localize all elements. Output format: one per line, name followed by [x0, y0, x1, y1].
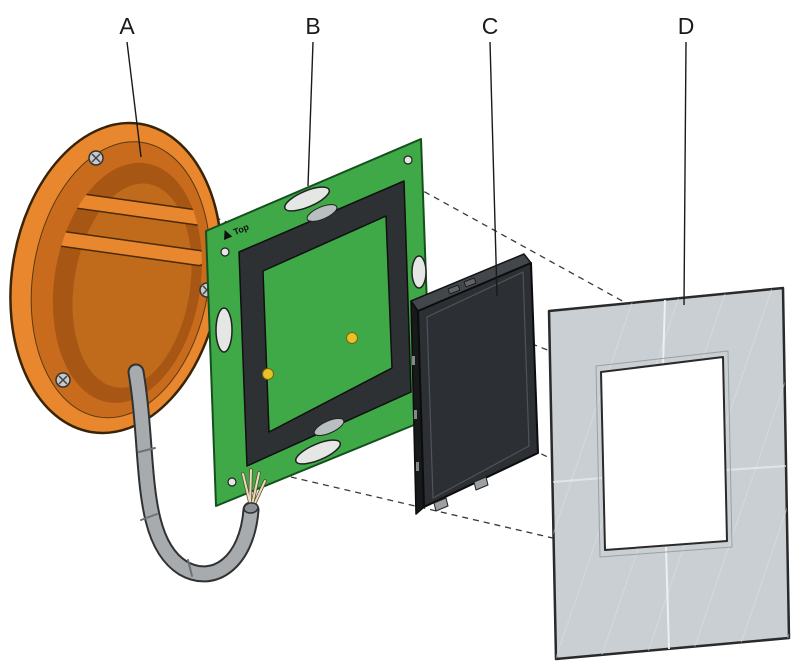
cable-sheath	[129, 365, 258, 581]
plate-hole-top-left	[220, 247, 230, 257]
callout-label-a: A	[119, 13, 135, 39]
cover-frame	[547, 286, 791, 661]
cover-opening	[600, 356, 728, 551]
cable	[127, 363, 267, 583]
module-bottom-tab	[433, 497, 449, 512]
module-bottom-tab	[473, 476, 489, 491]
module-rocker-edge	[426, 271, 530, 499]
cable-wires	[241, 468, 267, 509]
cover-highlight-horizontal-left	[552, 477, 603, 483]
cable-tick	[140, 513, 158, 521]
leader-line-b	[307, 41, 314, 187]
frame-tab-top	[306, 204, 338, 222]
plate-slot-left	[215, 307, 233, 353]
frame-tab-bottom	[313, 417, 345, 437]
wall-box-back-wall	[72, 183, 192, 388]
wall-box-screw-top	[88, 150, 104, 166]
module-button	[447, 284, 461, 295]
cover-highlight-vertical-bottom	[665, 546, 670, 650]
cover-opening-bevel	[595, 350, 733, 558]
guide-bottom-left	[247, 466, 605, 551]
wall-box-screw-bottom	[55, 372, 71, 388]
leader-line-d	[683, 41, 687, 306]
leader-line-a	[126, 41, 142, 158]
callouts: A B C D	[119, 13, 695, 306]
top-arrow-icon	[224, 229, 233, 240]
module-side-clip	[414, 410, 417, 419]
switch-module	[410, 253, 539, 515]
module-button	[463, 277, 477, 288]
cover-highlight-vertical-top	[662, 299, 666, 366]
plate-contact-dot-right	[346, 332, 358, 344]
mounting-plate: Top	[205, 138, 432, 507]
cable-tick	[138, 447, 156, 453]
plate-hole-top-right	[403, 155, 413, 165]
callout-label-b: B	[305, 13, 320, 39]
callout-label-c: C	[482, 13, 499, 39]
leader-line-c	[489, 41, 498, 297]
module-side-clip	[416, 462, 419, 471]
plate-contact-dot-left	[262, 368, 274, 380]
plate-slot-right	[411, 255, 427, 289]
cable-end-cap	[243, 502, 259, 514]
module-front-face	[417, 262, 539, 508]
module-side-clip	[412, 356, 415, 365]
plate-hole-bottom-left	[227, 477, 237, 487]
plate-slot-top	[283, 186, 331, 212]
callout-label-d: D	[678, 13, 695, 39]
wall-box	[9, 121, 223, 435]
cable-tick	[187, 559, 193, 577]
plate-slot-bottom	[294, 439, 342, 465]
cover-highlight-horizontal-right	[725, 465, 787, 471]
